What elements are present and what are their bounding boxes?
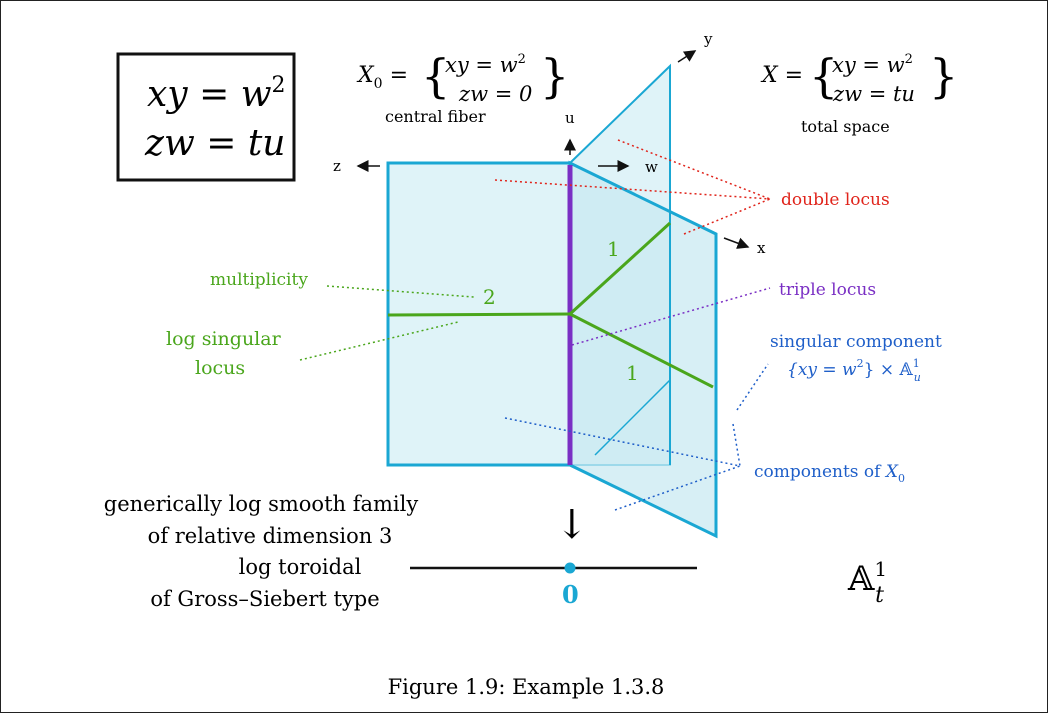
total-space-equation: X = { xy = w2 zw = tu } [760,49,958,106]
singular-component-label-1: singular component [770,332,942,352]
svg-text:xy = w2: xy = w2 [832,52,913,77]
triple-locus-leader [571,287,771,346]
origin-label: 0 [562,580,579,609]
origin-point [564,562,576,574]
svg-text:{: { [421,49,450,103]
z-axis-label: z [333,157,341,175]
log-singular-leader [299,321,459,361]
plane-diagonal [594,379,671,456]
central-fiber-caption: central fiber [385,107,486,126]
svg-text:X0 =: X0 = [356,63,408,92]
family-text-1: generically log smooth family [104,492,419,516]
total-space-caption: total space [801,117,890,136]
y-axis-arrow [677,50,697,63]
figure-caption: Figure 1.9: Example 1.3.8 [388,675,665,699]
svg-text:zw = 0: zw = 0 [458,82,532,106]
svg-text:}: } [929,49,958,103]
multiplicity-1-lower: 1 [626,361,639,385]
double-locus-leaders [494,139,771,235]
y-axis-label: y [703,30,713,48]
singular-locus-left [387,312,571,317]
singular-locus-upper [568,221,672,316]
family-text-2: of relative dimension 3 [148,524,393,548]
multiplicity-label: multiplicity [210,270,308,290]
components-leaders [504,363,769,511]
svg-text:zw = tu: zw = tu [832,82,915,106]
singular-locus-lower [569,312,714,389]
w-axis-label: w [645,158,658,176]
family-text-4: of Gross–Siebert type [150,587,379,611]
svg-text:xy = w2: xy = w2 [445,52,526,77]
log-singular-label-1: log singular [166,328,282,350]
equation-box [116,52,296,182]
double-locus-label: double locus [781,190,890,210]
down-arrow-icon: ↓ [555,502,589,548]
u-axis-label: u [565,109,575,127]
x-axis-label: x [757,239,766,257]
central-fiber-equation: X0 = { xy = w2 zw = 0 } [356,49,569,106]
x-axis-arrow [723,237,750,249]
svg-text:}: } [540,49,569,103]
plane-front [568,160,718,539]
svg-text:X =: X = [760,63,803,88]
equation-line-1: xy = w2 [147,73,286,115]
triple-locus-label: triple locus [779,280,876,300]
multiplicity-2: 2 [483,285,496,309]
multiplicity-1-upper: 1 [607,237,620,261]
equation-line-2: zw = tu [144,123,286,164]
components-label: components of X0 [754,462,905,485]
log-singular-label-2: locus [195,357,245,379]
svg-text:{: { [809,49,838,103]
family-text-3: log toroidal [239,555,362,579]
